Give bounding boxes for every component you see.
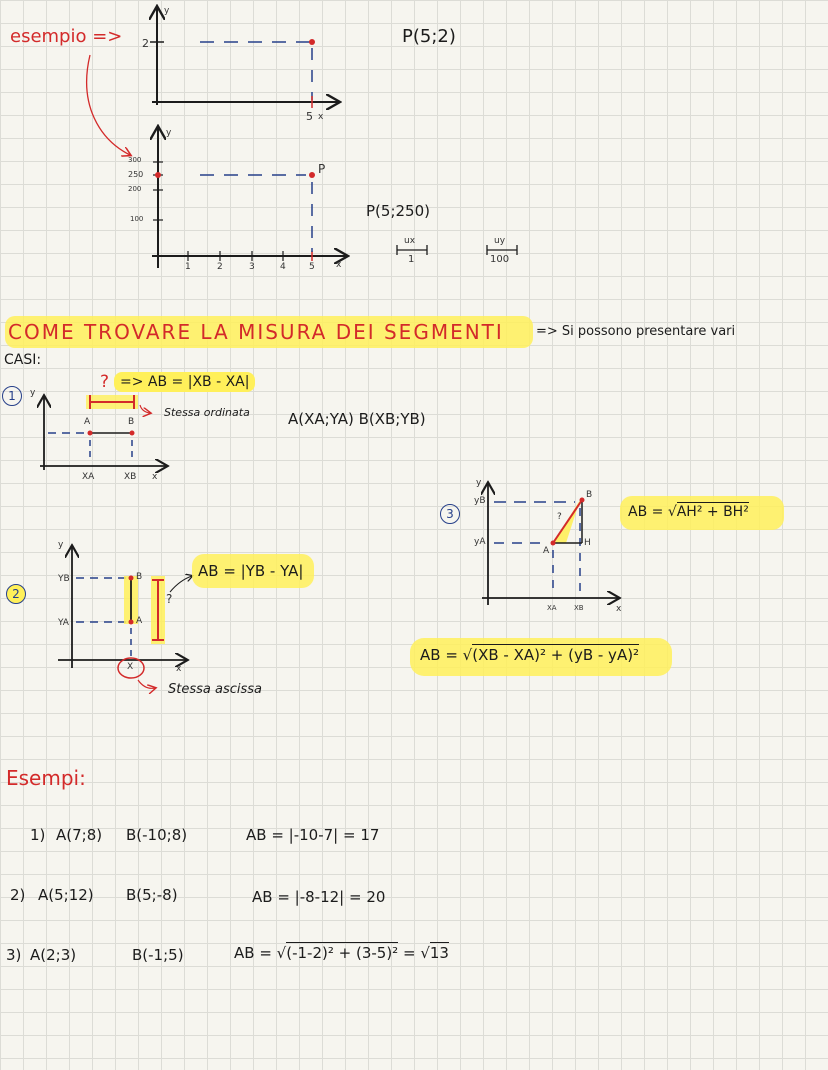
example3-result: AB = √(-1-2)² + (3-5)² = √13 xyxy=(234,942,449,962)
graph2-x-tick-3: 3 xyxy=(249,262,255,272)
example3-result-radicand: (-1-2)² + (3-5)² xyxy=(286,942,399,962)
case3-formula-left: AB = xyxy=(628,504,668,520)
case1-point-b: B xyxy=(128,417,135,427)
case1-point-a: A xyxy=(84,417,91,427)
unit-y-value: 100 xyxy=(490,254,510,265)
distance-formula: AB = √(XB - XA)² + (yB - yA)² xyxy=(420,644,640,664)
case3-pythagoras-formula: AB = √AH² + BH² xyxy=(628,502,749,520)
graph-2 xyxy=(152,128,346,268)
case1-question-mark: ? xyxy=(100,372,110,392)
case3-x-axis-label: x xyxy=(616,604,622,614)
graph-1 xyxy=(150,8,338,108)
case2-x-label: X xyxy=(127,662,134,672)
case1-number: 1 xyxy=(2,386,22,406)
case3-y-axis-label: y xyxy=(476,478,482,488)
case3-xb-label: XB xyxy=(574,604,584,612)
case1-note: Stessa ordinata xyxy=(164,406,250,419)
case1-y-axis-label: y xyxy=(30,388,36,398)
unit-y-label: uy xyxy=(494,236,506,246)
unit-x-value: 1 xyxy=(408,254,415,265)
example3-result-left: AB = xyxy=(234,944,272,962)
graph1-y-tick: 2 xyxy=(142,37,149,50)
case3-question-mark: ? xyxy=(557,512,562,522)
graph2-x-tick-4: 4 xyxy=(280,262,286,272)
generic-points: A(XA;YA) B(XB;YB) xyxy=(288,410,426,428)
case3-point-h: H xyxy=(584,538,591,548)
case2-number: 2 xyxy=(6,584,26,604)
example-label: esempio => xyxy=(10,26,123,47)
graph2-y-tick-250: 250 xyxy=(128,170,144,179)
example1-result: AB = |-10-7| = 17 xyxy=(246,826,380,844)
case2-yb-label: YB xyxy=(58,574,70,584)
case1-xa-label: XA xyxy=(82,472,95,482)
case3-formula-radicand: AH² + BH² xyxy=(676,502,749,520)
graph2-y-tick-300: 300 xyxy=(128,156,142,164)
unit-x-label: ux xyxy=(404,236,416,246)
graph1-y-axis-label: y xyxy=(164,6,170,16)
case1-x-axis-label: x xyxy=(152,472,158,482)
case1-graph xyxy=(40,395,166,470)
example3-number: 3) xyxy=(6,946,22,964)
graph2-x-axis-label: x xyxy=(336,260,342,270)
graph2-x-tick-1: 1 xyxy=(185,262,191,272)
case3-yb-label: yB xyxy=(474,496,486,506)
example2-point-a: A(5;12) xyxy=(38,886,94,904)
example1-point-b: B(-10;8) xyxy=(126,826,188,844)
case3-xa-label: XA xyxy=(547,604,557,612)
section-heading: COME TROVARE LA MISURA DEI SEGMENTI xyxy=(8,320,504,344)
graph2-y-axis-label: y xyxy=(166,128,172,138)
example3-point-b: B(-1;5) xyxy=(132,946,184,964)
case3-number: 3 xyxy=(440,504,460,524)
case1-xb-label: XB xyxy=(124,472,137,482)
case3-point-a: A xyxy=(543,546,550,556)
examples-title: Esempi: xyxy=(6,766,86,790)
example3-result-equals: = xyxy=(402,944,416,962)
case2-x-axis-label: x xyxy=(176,664,182,674)
case1-formula: => AB = |XB - XA| xyxy=(114,372,256,392)
distance-formula-left: AB = xyxy=(420,646,463,664)
example2-result: AB = |-8-12| = 20 xyxy=(252,888,386,906)
case2-ya-label: YA xyxy=(58,618,69,628)
case2-question-mark: ? xyxy=(166,592,173,606)
graph1-x-tick: 5 xyxy=(306,110,313,123)
case2-formula: AB = |YB - YA| xyxy=(198,562,304,580)
example3-result-final: 13 xyxy=(429,942,449,962)
graph2-x-tick-5: 5 xyxy=(309,262,315,272)
unit-scales xyxy=(396,245,518,255)
case2-y-axis-label: y xyxy=(58,540,64,550)
example2-point-b: B(5;-8) xyxy=(126,886,178,904)
cases-label: CASI: xyxy=(4,352,42,368)
case2-note: Stessa ascissa xyxy=(168,682,263,697)
graph2-y-tick-100: 100 xyxy=(130,215,144,223)
case3-graph xyxy=(482,484,618,605)
case2-point-a: A xyxy=(136,616,143,626)
case3-ya-label: yA xyxy=(474,537,486,547)
example1-number: 1) xyxy=(30,826,46,844)
example2-number: 2) xyxy=(10,886,26,904)
distance-formula-radicand: (XB - XA)² + (yB - yA)² xyxy=(472,644,640,664)
case2-graph xyxy=(58,547,192,688)
section-heading-continuation: => Si possono presentare vari xyxy=(536,324,736,339)
point-p-coordinates: P(5;2) xyxy=(402,26,456,47)
graph2-point-label: P xyxy=(318,162,326,176)
case2-point-b: B xyxy=(136,572,143,582)
point-p-scaled-coordinates: P(5;250) xyxy=(366,202,430,220)
example1-point-a: A(7;8) xyxy=(56,826,103,844)
example3-point-a: A(2;3) xyxy=(30,946,77,964)
graph2-y-tick-200: 200 xyxy=(128,185,142,193)
case3-point-b: B xyxy=(586,490,593,500)
graph1-x-axis-label: x xyxy=(318,112,324,122)
graph2-x-tick-2: 2 xyxy=(217,262,223,272)
